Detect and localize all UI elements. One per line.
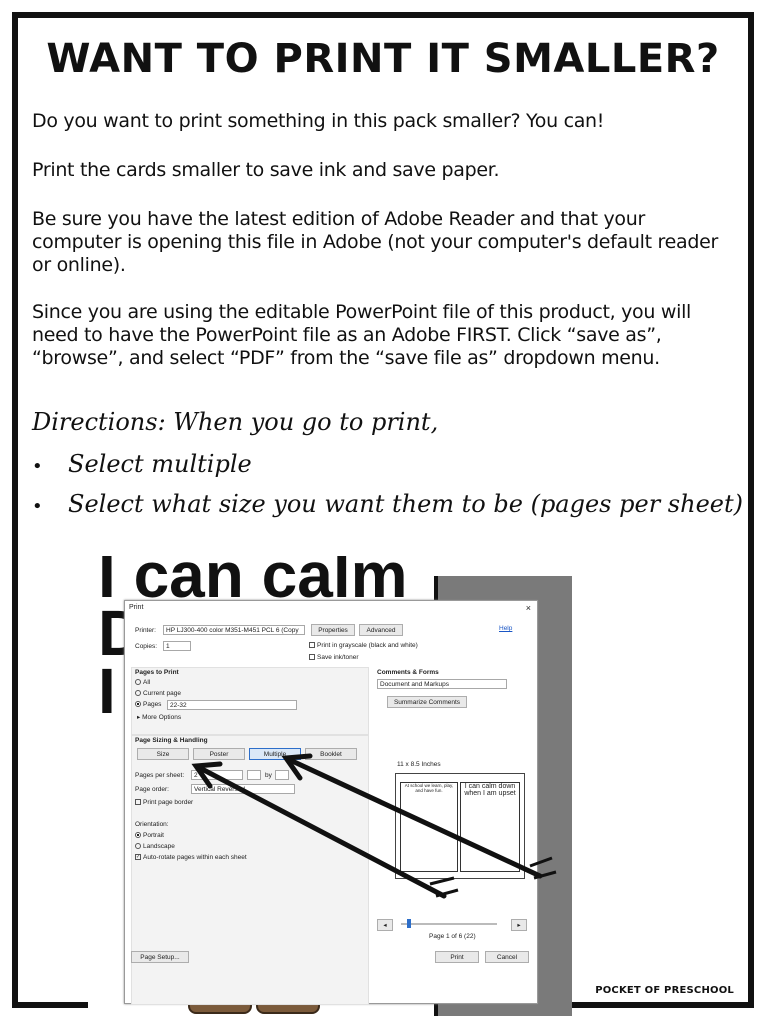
page-slider[interactable]: [401, 923, 497, 925]
checkbox-icon[interactable]: [309, 654, 315, 661]
all-label: All: [143, 679, 151, 686]
pages-to-print-header: Pages to Print: [135, 669, 179, 676]
copies-input[interactable]: 1: [163, 641, 191, 651]
page-title: WANT TO PRINT IT SMALLER?: [46, 36, 720, 82]
pages-per-sheet-label: Pages per sheet:: [135, 772, 185, 779]
bullet-item: • Select what size you want them to be (p…: [32, 490, 743, 518]
bullet-icon: •: [32, 496, 43, 517]
close-icon[interactable]: ×: [525, 603, 531, 613]
pages-input[interactable]: 22-32: [167, 700, 297, 710]
summarize-button[interactable]: Summarize Comments: [387, 696, 467, 708]
landscape-option[interactable]: Landscape: [135, 843, 175, 850]
paper-size-label: 11 x 8.5 Inches: [397, 761, 441, 768]
orientation-label: Orientation:: [135, 821, 169, 828]
bullet-text: Select multiple: [68, 450, 252, 478]
print-border-option[interactable]: Print page border: [135, 799, 193, 806]
printer-label: Printer:: [135, 627, 156, 634]
booklet-button[interactable]: Booklet: [305, 748, 357, 760]
size-button[interactable]: Size: [137, 748, 189, 760]
printer-value: HP LJ300-400 color M351-M451 PCL 6 (Copy: [166, 627, 299, 634]
properties-button[interactable]: Properties: [311, 624, 355, 636]
radio-icon[interactable]: [135, 832, 141, 839]
comments-select[interactable]: Document and Markups: [377, 679, 507, 689]
checkbox-icon[interactable]: [135, 799, 141, 806]
poster-button[interactable]: Poster: [193, 748, 245, 760]
cancel-button[interactable]: Cancel: [485, 951, 529, 963]
pages-per-sheet-select[interactable]: 2: [191, 770, 243, 780]
next-page-button[interactable]: ▸: [511, 919, 527, 931]
auto-rotate-label: Auto-rotate pages within each sheet: [143, 854, 247, 861]
print-button[interactable]: Print: [435, 951, 479, 963]
bullet-text: Select what size you want them to be (pa…: [68, 490, 743, 518]
checkbox-icon[interactable]: ✓: [135, 854, 141, 861]
by-label: by: [265, 772, 272, 779]
bullet-item: • Select multiple: [32, 450, 252, 478]
page-order-select[interactable]: Vertical Reversed: [191, 784, 295, 794]
save-ink-option[interactable]: Save ink/toner: [309, 654, 359, 661]
pages-rows-input[interactable]: [275, 770, 289, 780]
slider-handle[interactable]: [407, 919, 411, 928]
multiple-button[interactable]: Multiple: [249, 748, 301, 760]
advanced-button[interactable]: Advanced: [359, 624, 403, 636]
brand-logo: POCKET OF PRESCHOOL: [595, 985, 734, 996]
paragraph-4: Since you are using the editable PowerPo…: [32, 301, 692, 369]
page-frame: WANT TO PRINT IT SMALLER? Do you want to…: [12, 12, 754, 1016]
page-sizing-header: Page Sizing & Handling: [135, 737, 208, 744]
radio-icon[interactable]: [135, 843, 141, 850]
current-page-label: Current page: [143, 690, 181, 697]
bullet-icon: •: [32, 456, 43, 477]
landscape-label: Landscape: [143, 843, 175, 850]
card-left-text: At school we learn, play, and have fun.: [404, 783, 454, 793]
preview-card-right: I can calm down when I am upset: [460, 782, 520, 872]
paragraph-1: Do you want to print something in this p…: [32, 110, 605, 132]
prev-page-button[interactable]: ◂: [377, 919, 393, 931]
radio-icon[interactable]: [135, 701, 141, 708]
print-dialog: Print × Printer: HP LJ300-400 color M351…: [124, 600, 538, 1005]
all-option[interactable]: All: [135, 679, 150, 686]
auto-rotate-option[interactable]: ✓Auto-rotate pages within each sheet: [135, 854, 247, 861]
directions-heading: Directions: When you go to print,: [32, 408, 439, 436]
checkbox-icon[interactable]: [309, 642, 315, 649]
copies-label: Copies:: [135, 643, 158, 650]
grayscale-option[interactable]: Print in grayscale (black and white): [309, 642, 418, 649]
portrait-label: Portrait: [143, 832, 164, 839]
paragraph-2: Print the cards smaller to save ink and …: [32, 159, 500, 181]
help-link[interactable]: Help: [499, 625, 513, 632]
radio-icon[interactable]: [135, 690, 141, 697]
preview-card-left: At school we learn, play, and have fun.: [400, 782, 458, 872]
comments-forms-header: Comments & Forms: [377, 669, 439, 676]
print-preview: At school we learn, play, and have fun. …: [395, 773, 525, 879]
more-options-label: More Options: [142, 714, 182, 721]
paragraph-3: Be sure you have the latest edition of A…: [32, 208, 719, 276]
pages-label: Pages: [143, 701, 162, 708]
page-order-label: Page order:: [135, 786, 169, 793]
radio-icon[interactable]: [135, 679, 141, 686]
card-right-text: I can calm down when I am upset: [464, 783, 516, 797]
page-setup-button[interactable]: Page Setup...: [131, 951, 189, 963]
dialog-title: Print: [129, 604, 144, 611]
page-indicator: Page 1 of 6 (22): [429, 933, 476, 940]
print-dialog-screenshot: I can calm D I Print × Printer: HP LJ300…: [88, 556, 572, 1016]
more-options-toggle[interactable]: ▸ More Options: [137, 714, 182, 721]
printer-select[interactable]: HP LJ300-400 color M351-M451 PCL 6 (Copy: [163, 625, 305, 635]
pages-columns-input[interactable]: [247, 770, 261, 780]
grayscale-label: Print in grayscale (black and white): [317, 642, 418, 649]
pages-option[interactable]: Pages: [135, 701, 161, 708]
print-border-label: Print page border: [143, 799, 194, 806]
save-ink-label: Save ink/toner: [317, 654, 359, 661]
current-page-option[interactable]: Current page: [135, 690, 181, 697]
portrait-option[interactable]: Portrait: [135, 832, 164, 839]
